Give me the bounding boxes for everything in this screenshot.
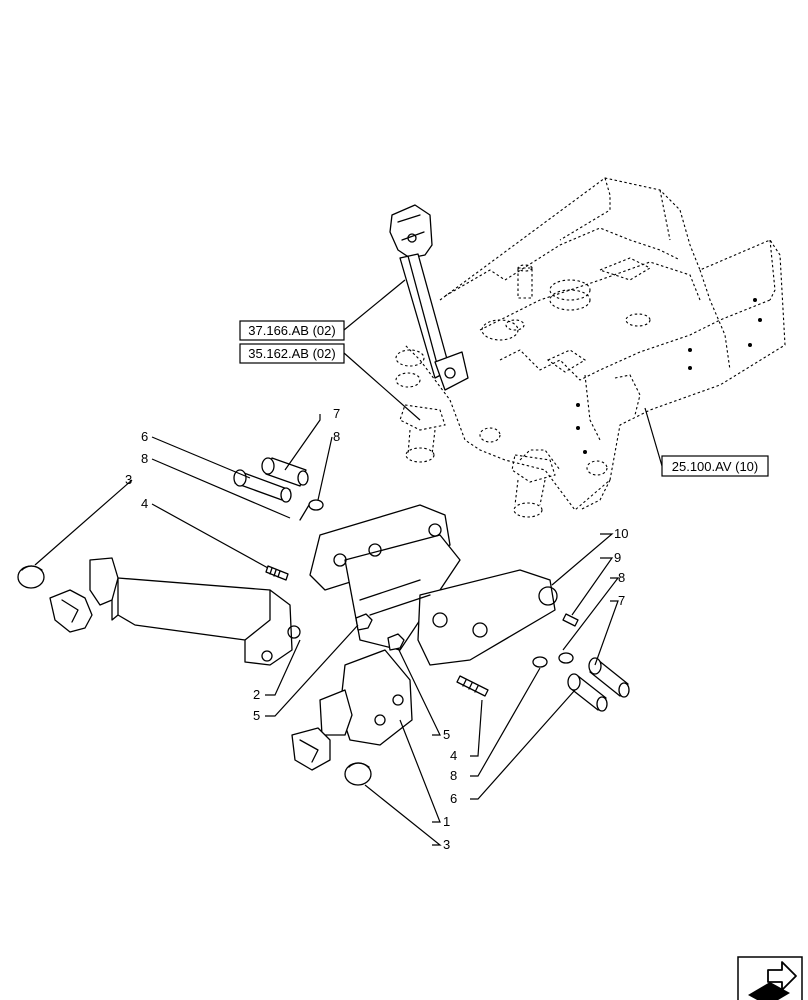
callout-8-right: 8 xyxy=(618,570,625,585)
callout-5-left: 5 xyxy=(253,708,260,723)
center-nut-5 xyxy=(387,633,405,651)
left-bolt-4 xyxy=(265,565,289,581)
callout-4-left: 4 xyxy=(141,496,148,511)
callout-8-bottom: 8 xyxy=(450,768,457,783)
callout-6-bottom: 6 xyxy=(450,791,457,806)
callout-3-bottom: 3 xyxy=(443,837,450,852)
callout-9: 9 xyxy=(614,550,621,565)
callout-2: 2 xyxy=(253,687,260,702)
right-lower-arm xyxy=(291,649,413,771)
right-pin-7 xyxy=(588,657,630,698)
svg-text:37.166.AB (02): 37.166.AB (02) xyxy=(248,323,335,338)
callout-6-left: 6 xyxy=(141,429,148,444)
callout-3-left: 3 xyxy=(125,472,132,487)
right-pin-6 xyxy=(567,673,608,712)
left-ball-3 xyxy=(17,565,45,589)
center-bracket-10 xyxy=(309,504,558,666)
callout-7-right: 7 xyxy=(618,593,625,608)
top-link-rod xyxy=(389,204,469,391)
tractor-front-frame xyxy=(395,177,786,518)
left-pin-6 xyxy=(233,469,292,503)
right-nut-5 xyxy=(355,613,373,631)
svg-text:35.162.AB (02): 35.162.AB (02) xyxy=(248,346,335,361)
reference-25100[interactable]: 25.100.AV (10) xyxy=(661,455,769,477)
svg-text:25.100.AV (10): 25.100.AV (10) xyxy=(672,459,758,474)
callout-5-center: 5 xyxy=(443,727,450,742)
reference-37166[interactable]: 37.166.AB (02) xyxy=(239,320,345,341)
left-pin-7 xyxy=(261,457,309,487)
callout-7-top: 7 xyxy=(333,406,340,421)
callout-10: 10 xyxy=(614,526,628,541)
callout-1: 1 xyxy=(443,814,450,829)
reference-35162[interactable]: 35.162.AB (02) xyxy=(239,343,345,364)
next-page-arrow-icon[interactable] xyxy=(737,956,803,1000)
callout-8-top: 8 xyxy=(333,429,340,444)
callout-4-bottom: 4 xyxy=(450,748,457,763)
right-bolt-9 xyxy=(562,613,579,627)
right-bolt-4 xyxy=(456,675,489,697)
callout-8-left: 8 xyxy=(141,451,148,466)
right-ball-3 xyxy=(344,762,372,786)
right-clips-8 xyxy=(532,652,574,668)
left-clip-8 xyxy=(299,499,324,521)
left-lower-arm xyxy=(49,557,301,666)
